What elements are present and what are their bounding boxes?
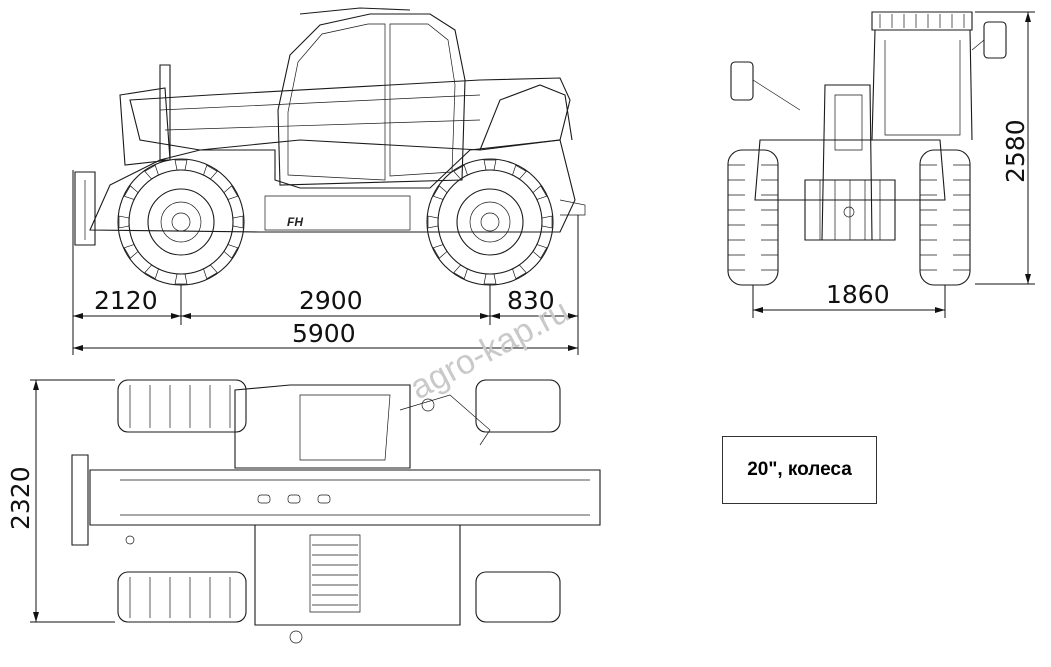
- dim-overall-length: 5900: [292, 319, 356, 348]
- cab-marking: FH: [287, 215, 303, 229]
- front-view: [727, 11, 1007, 286]
- wheel-size-note-text: 20", колеса: [747, 459, 852, 480]
- front-wheel: [117, 158, 245, 286]
- top-dimensions: 2320: [6, 379, 115, 623]
- dim-track-width: 1860: [826, 280, 890, 309]
- dim-wheelbase: 2900: [299, 286, 363, 315]
- wheel-size-note: 20", колеса: [722, 436, 877, 504]
- dim-overall-height: 2580: [1001, 119, 1030, 183]
- front-dimensions: 2580 1860: [752, 11, 1035, 318]
- front-left-tire: [727, 149, 779, 286]
- side-dimensions: 2120 2900 830 5900: [72, 170, 579, 355]
- side-view: FH: [74, 7, 586, 286]
- rear-wheel: [426, 158, 554, 286]
- dim-front-overhang: 2120: [94, 286, 158, 315]
- dim-rear-overhang: 830: [507, 286, 555, 315]
- top-view: [71, 379, 601, 644]
- front-right-tire: [919, 149, 971, 286]
- dim-overall-width: 2320: [6, 466, 35, 530]
